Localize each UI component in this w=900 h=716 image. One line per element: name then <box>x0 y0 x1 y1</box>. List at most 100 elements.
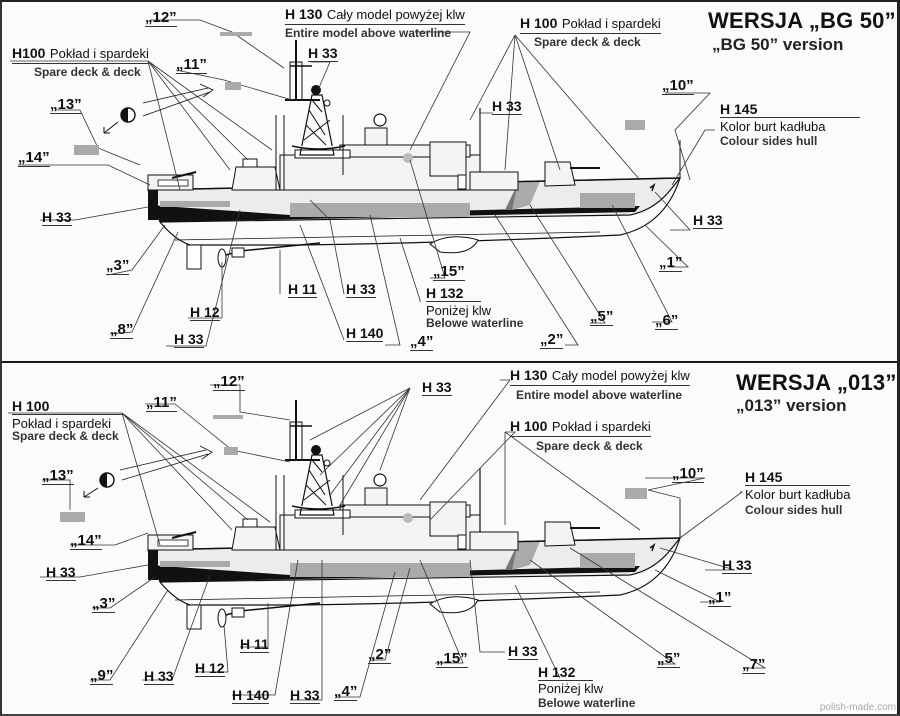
callout-h100-left: H100 Pokład i spardeki Spare deck & deck <box>12 46 149 78</box>
ref-2: „2” <box>540 331 564 349</box>
english-label: Spare deck & deck <box>12 429 119 443</box>
callout-h130: H 130 Cały model powyżej klw Entire mode… <box>285 7 465 39</box>
paint-code: H100 <box>12 45 46 61</box>
flag-roundel-icon-top <box>103 83 214 134</box>
swatch-10-top <box>625 120 645 130</box>
version-title: WERSJA „BG 50” <box>708 8 896 33</box>
paint-code: H 145 <box>720 102 860 118</box>
code-h33-rudder: H 33 <box>174 331 204 348</box>
code-h140: H 140 <box>232 687 270 704</box>
polish-label: Kolor burt kadłuba <box>745 487 851 502</box>
code-h33-mast: H 33 <box>422 379 452 396</box>
code-h33-bow: H 33 <box>693 212 723 229</box>
callout-h145: H 145 Kolor burt kadłuba Colour sides hu… <box>745 470 851 516</box>
code-h11: H 11 <box>288 281 317 298</box>
code-h33-mid: H 33 <box>508 643 538 660</box>
swatch-13-top <box>74 145 99 155</box>
ref-9: „9” <box>90 667 114 685</box>
ref-7: „7” <box>742 656 766 674</box>
panel-divider <box>0 361 900 363</box>
polish-label: Pokład i spardeki <box>551 419 651 434</box>
paint-code: H 132 <box>538 665 593 681</box>
ref-11: „11” <box>176 56 207 74</box>
callout-h132: H 132 Poniżej klw Belowe waterline <box>538 665 635 709</box>
ref-10: „10” <box>662 77 694 95</box>
callout-h100-right: H 100 Pokład i spardeki Spare deck & dec… <box>520 16 661 48</box>
ref-14: „14” <box>18 149 50 167</box>
ref-4: „4” <box>410 333 434 351</box>
ref-2: „2” <box>368 646 392 664</box>
polish-label: Poniżej klw <box>426 303 492 318</box>
english-label: Colour sides hull <box>745 503 843 517</box>
ref-15: „15” <box>436 650 468 668</box>
version-subtitle: „013” version <box>736 396 847 415</box>
swatch-12-top <box>220 32 252 36</box>
callout-h145: H 145 Kolor burt kadłuba Colour sides hu… <box>720 102 860 147</box>
ref-1: „1” <box>708 589 732 607</box>
polish-label: Pokład i spardeki <box>12 416 111 431</box>
ref-10: „10” <box>672 465 704 483</box>
code-h33-rudder: H 33 <box>144 668 174 685</box>
paint-code: H 130 <box>510 367 548 383</box>
code-h12: H 12 <box>190 304 220 321</box>
callout-h130: H 130 Cały model powyżej klw Entire mode… <box>510 368 690 401</box>
ref-1: „1” <box>659 254 683 272</box>
watermark: polish-made.com <box>819 702 896 713</box>
version-subtitle: „BG 50” version <box>712 35 844 54</box>
code-h33-stern: H 33 <box>46 564 76 581</box>
ref-5: „5” <box>657 650 681 668</box>
ref-15: „15” <box>433 263 465 281</box>
english-label: Spare deck & deck <box>536 439 643 453</box>
swatch-10-bottom <box>625 488 647 499</box>
ref-6: „6” <box>655 312 679 330</box>
callout-h132: H 132 Poniżej klw Belowe waterline <box>426 286 523 329</box>
swatch-11-top <box>225 82 241 90</box>
ref-5: „5” <box>590 308 614 326</box>
swatch-12-bottom <box>213 415 243 419</box>
polish-label: Cały model powyżej klw <box>551 368 690 383</box>
ship-drawing-bg50 <box>147 39 681 270</box>
english-label: Spare deck & deck <box>34 65 141 79</box>
english-label: Colour sides hull <box>720 134 818 148</box>
version-title: WERSJA „013” <box>736 370 897 395</box>
english-label: Entire model above waterline <box>285 26 452 40</box>
flag-roundel-icon-bottom <box>83 445 213 498</box>
polish-label: Pokład i spardeki <box>49 46 149 61</box>
swatch-13-bottom <box>60 512 85 522</box>
callout-h100-right: H 100 Pokład i spardeki Spare deck & dec… <box>510 419 651 452</box>
polish-label: Kolor burt kadłuba <box>720 119 826 134</box>
ref-3: „3” <box>92 595 116 613</box>
swatch-11-bottom <box>224 447 238 455</box>
code-h33-keel: H 33 <box>346 281 376 298</box>
polish-label: Cały model powyżej klw <box>326 7 465 22</box>
ref-12: „12” <box>213 373 245 391</box>
code-h11: H 11 <box>240 636 269 653</box>
ref-12: „12” <box>145 9 177 27</box>
english-label: Spare deck & deck <box>534 35 641 49</box>
leader-lines-bottom <box>8 379 767 701</box>
callout-h100-left: H 100 Pokład i spardeki Spare deck & dec… <box>12 399 122 442</box>
code-h12: H 12 <box>195 660 225 677</box>
code-h33-stern: H 33 <box>42 209 72 226</box>
paint-code: H 132 <box>426 286 481 302</box>
paint-code: H 100 <box>12 399 122 415</box>
english-label: Entire model above waterline <box>516 388 683 402</box>
code-h33-mast: H 33 <box>308 45 338 62</box>
paint-code: H 100 <box>520 15 558 31</box>
code-h140: H 140 <box>346 325 384 342</box>
ref-3: „3” <box>106 257 130 275</box>
code-h33-deckhouse: H 33 <box>492 98 522 115</box>
paint-code: H 100 <box>510 418 548 434</box>
ref-13: „13” <box>42 467 74 485</box>
ref-11: „11” <box>146 394 177 412</box>
ref-14: „14” <box>70 532 102 550</box>
polish-label: Poniżej klw <box>538 681 604 696</box>
english-label: Belowe waterline <box>426 316 524 330</box>
ref-8: „8” <box>110 321 134 339</box>
polish-label: Pokład i spardeki <box>561 16 661 31</box>
code-h33-bow: H 33 <box>722 557 752 574</box>
ref-4: „4” <box>334 683 358 701</box>
code-h33-keel: H 33 <box>290 687 320 704</box>
paint-code: H 130 <box>285 6 323 22</box>
